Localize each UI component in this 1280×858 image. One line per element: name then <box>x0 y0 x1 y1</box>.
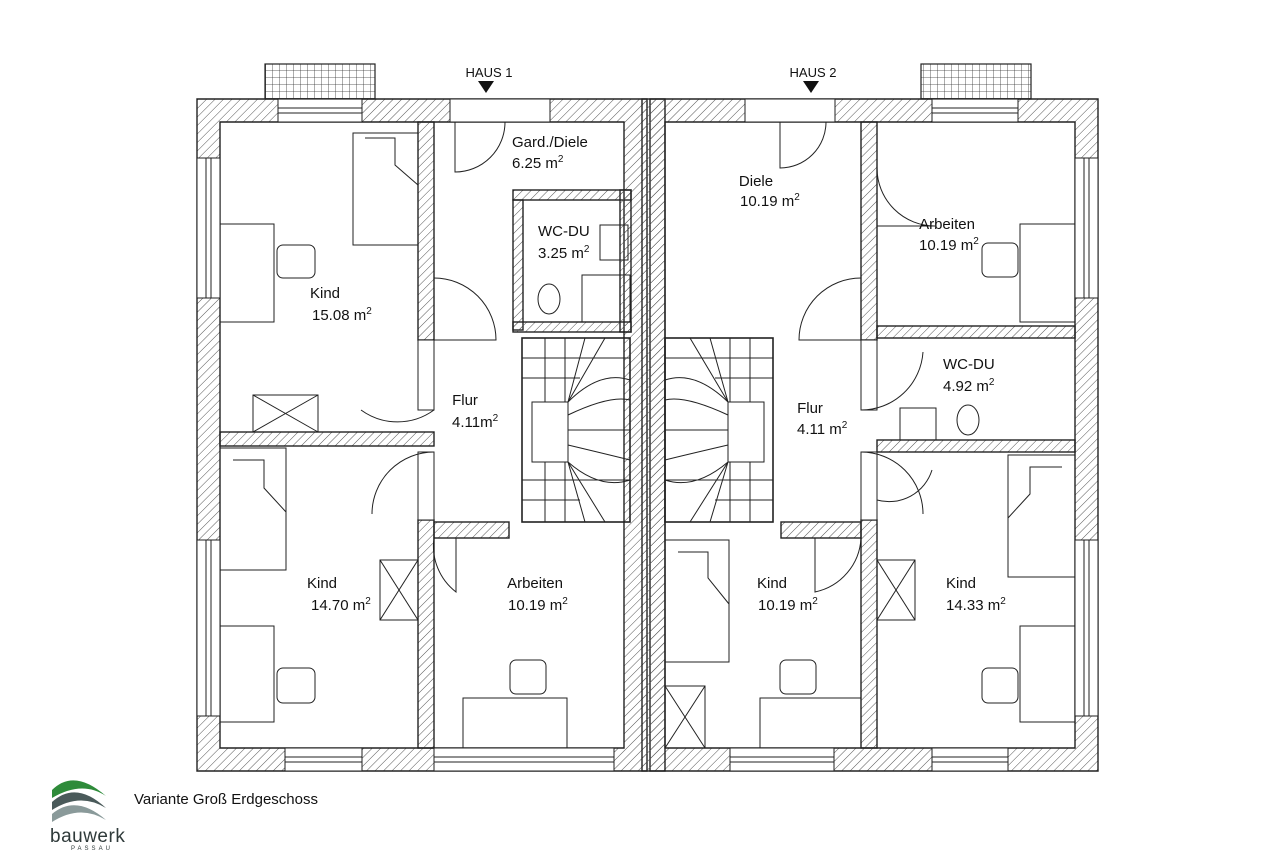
room-label: Arbeiten 10.19 m2 <box>919 216 979 254</box>
svg-text:WC-DU: WC-DU <box>943 356 995 373</box>
svg-text:10.19 m2: 10.19 m2 <box>919 236 979 254</box>
svg-text:6.25 m2: 6.25 m2 <box>512 154 564 172</box>
entrance-label-haus1: HAUS 1 <box>466 65 513 80</box>
balcony-grid-right <box>920 63 1032 100</box>
door-swings <box>360 121 936 594</box>
svg-text:Flur: Flur <box>797 400 823 417</box>
room-label: Flur 4.11m2 <box>452 392 499 431</box>
svg-text:14.70 m2: 14.70 m2 <box>311 596 371 614</box>
room-label: WC-DU 4.92 m2 <box>943 356 995 395</box>
window-lines <box>205 107 1090 763</box>
room-label: Kind 14.70 m2 <box>307 575 371 614</box>
svg-text:Arbeiten: Arbeiten <box>507 575 563 592</box>
entrance-arrow-haus2 <box>803 81 819 93</box>
plan-caption: Variante Groß Erdgeschoss <box>134 791 318 808</box>
room-label: WC-DU 3.25 m2 <box>538 223 590 262</box>
svg-text:Kind: Kind <box>310 285 340 302</box>
svg-text:10.19 m2: 10.19 m2 <box>508 596 568 614</box>
room-label: Kind 14.33 m2 <box>946 575 1006 614</box>
room-label: Kind 10.19 m2 <box>757 575 818 614</box>
svg-text:10.19 m2: 10.19 m2 <box>740 192 800 210</box>
svg-text:3.25 m2: 3.25 m2 <box>538 244 590 262</box>
room-labels: Kind 15.08 m2 Gard./Diele 6.25 m2 WC-DU … <box>307 134 1006 614</box>
svg-text:15.08 m2: 15.08 m2 <box>312 306 372 324</box>
logo-mark <box>52 780 106 822</box>
room-label: Diele 10.19 m2 <box>739 173 800 210</box>
furniture <box>219 132 1076 749</box>
svg-text:Kind: Kind <box>307 575 337 592</box>
staircase-right <box>664 337 774 523</box>
svg-text:WC-DU: WC-DU <box>538 223 590 240</box>
svg-text:14.33 m2: 14.33 m2 <box>946 596 1006 614</box>
bauwerk-logo <box>44 768 134 848</box>
svg-text:Kind: Kind <box>757 575 787 592</box>
logo-sub: PASSAU <box>71 846 113 852</box>
room-label: Kind 15.08 m2 <box>310 285 372 324</box>
logo-word: bauwerk <box>50 826 126 847</box>
walls <box>196 98 1099 772</box>
svg-text:Gard./Diele: Gard./Diele <box>512 134 588 151</box>
room-label: Flur 4.11 m2 <box>797 400 848 438</box>
room-label: Arbeiten 10.19 m2 <box>507 575 568 614</box>
staircase-left <box>521 337 631 523</box>
svg-text:Arbeiten: Arbeiten <box>919 216 975 233</box>
svg-text:10.19 m2: 10.19 m2 <box>758 596 818 614</box>
svg-text:4.92 m2: 4.92 m2 <box>943 377 995 395</box>
balcony-grid-left <box>264 63 376 100</box>
svg-text:Diele: Diele <box>739 173 773 190</box>
entrance-arrow-haus1 <box>478 81 494 93</box>
svg-text:Flur: Flur <box>452 392 478 409</box>
entrance-label-haus2: HAUS 2 <box>790 65 837 80</box>
svg-text:4.11 m2: 4.11 m2 <box>797 420 848 438</box>
svg-text:4.11m2: 4.11m2 <box>452 413 499 431</box>
svg-text:Kind: Kind <box>946 575 976 592</box>
room-label: Gard./Diele 6.25 m2 <box>512 134 588 172</box>
